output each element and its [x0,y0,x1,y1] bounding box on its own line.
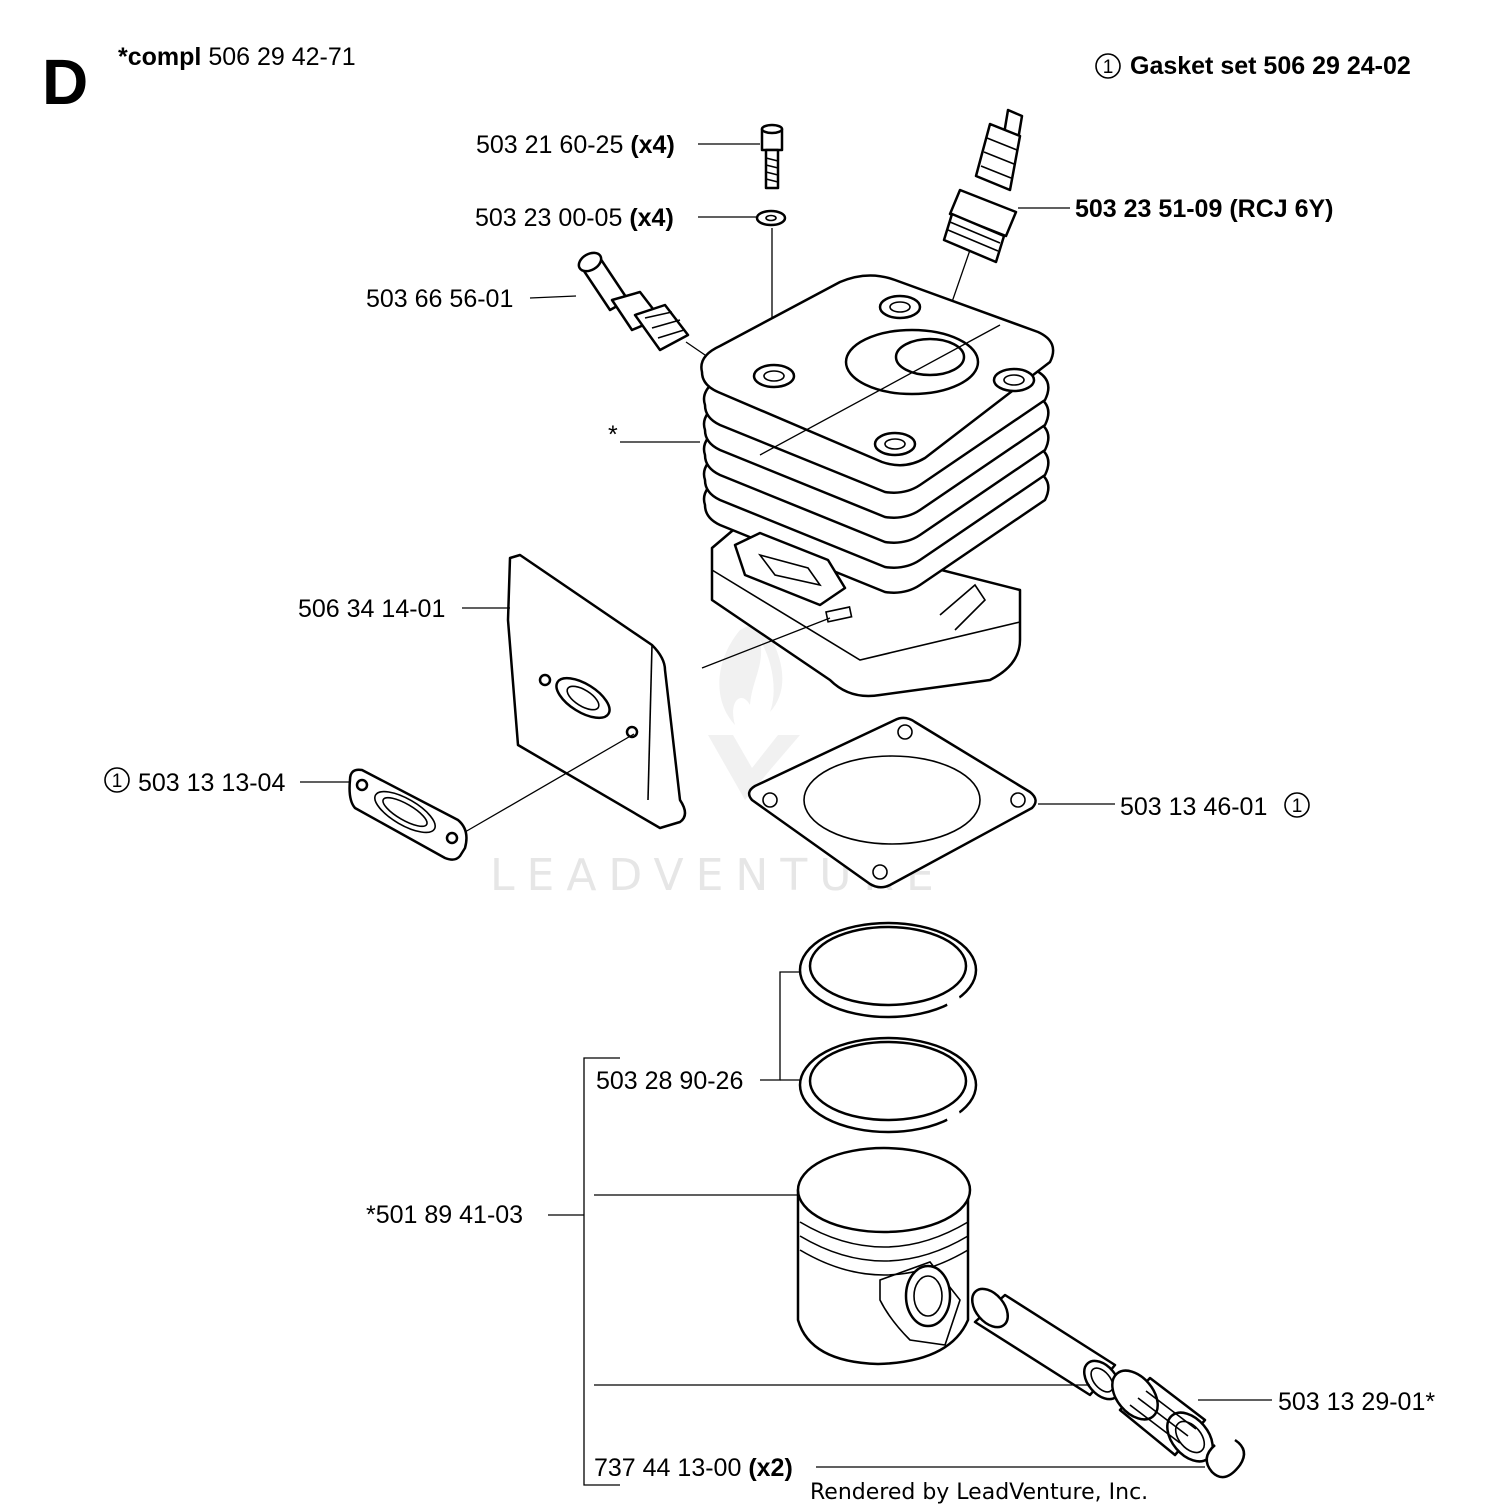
svg-text:737 44 13-00 (x2): 737 44 13-00 (x2) [594,1454,793,1482]
compl-number: 506 29 42-71 [208,43,355,71]
decompression-valve-part[interactable] [576,249,706,356]
circlip-qty: (x2) [748,1454,792,1482]
cylinder-base-gasket-number: 503 13 46-01 [1120,793,1267,821]
section-letter: D [42,46,88,118]
footer-credit: Rendered by LeadVenture, Inc. [810,1480,1148,1505]
cylinder-base-gasket-part[interactable] [747,716,1037,889]
muffler-gasket-plate-number: 506 34 14-01 [298,595,445,623]
watermark-flame-icon [719,620,783,725]
cylinder-part[interactable] [700,274,1055,698]
washer-qty: (x4) [629,204,673,232]
spark-plug-number: 503 23 51-09 [1075,195,1222,223]
muffler-gasket-plate-part[interactable] [506,553,831,830]
washer-number: 503 23 00-05 [475,204,622,232]
svg-text:503 23 51-09 (RCJ 6Y): 503 23 51-09 (RCJ 6Y) [1075,195,1334,223]
piston-part[interactable] [796,1146,972,1366]
piston-assembly-number: *501 89 41-03 [366,1201,523,1229]
needle-bearing-number: 503 13 29-01* [1278,1388,1435,1416]
exhaust-gasket-ref-badge: 1 [104,767,130,793]
screw-qty: (x4) [630,131,674,159]
cylinder-base-gasket-ref-badge: 1 [1284,792,1310,818]
piston-rings-number: 503 28 90-26 [596,1067,743,1095]
exhaust-gasket-number: 503 13 13-04 [138,769,285,797]
svg-text:1: 1 [1103,57,1114,78]
decompression-valve-number: 503 66 56-01 [366,285,513,313]
screw-number: 503 21 60-25 [476,131,623,159]
svg-text:1: 1 [112,771,123,792]
svg-text:503 21 60-25 (x4): 503 21 60-25 (x4) [476,131,675,159]
gasket-set-ref-badge: 1 [1095,53,1121,79]
screw-part[interactable] [760,123,784,190]
needle-bearing-part[interactable] [1103,1362,1222,1470]
piston-pin-part[interactable] [965,1282,1127,1406]
spark-plug-note: (RCJ 6Y) [1229,195,1333,223]
svg-text:*compl 506 29 42-71: *compl 506 29 42-71 [118,43,356,71]
cylinder-number: * [608,421,618,449]
svg-text:1: 1 [1292,796,1303,817]
exhaust-gasket-part[interactable] [348,733,635,861]
piston-rings-part[interactable] [798,921,978,1134]
svg-text:503 23 00-05 (x4): 503 23 00-05 (x4) [475,204,674,232]
compl-label: *compl [118,43,201,71]
gasket-set-label: Gasket set 506 29 24-02 [1130,52,1411,80]
washer-part[interactable] [755,209,787,227]
circlip-part[interactable] [1205,1438,1246,1479]
circlip-number: 737 44 13-00 [594,1454,741,1482]
watermark-v-icon [708,735,800,800]
